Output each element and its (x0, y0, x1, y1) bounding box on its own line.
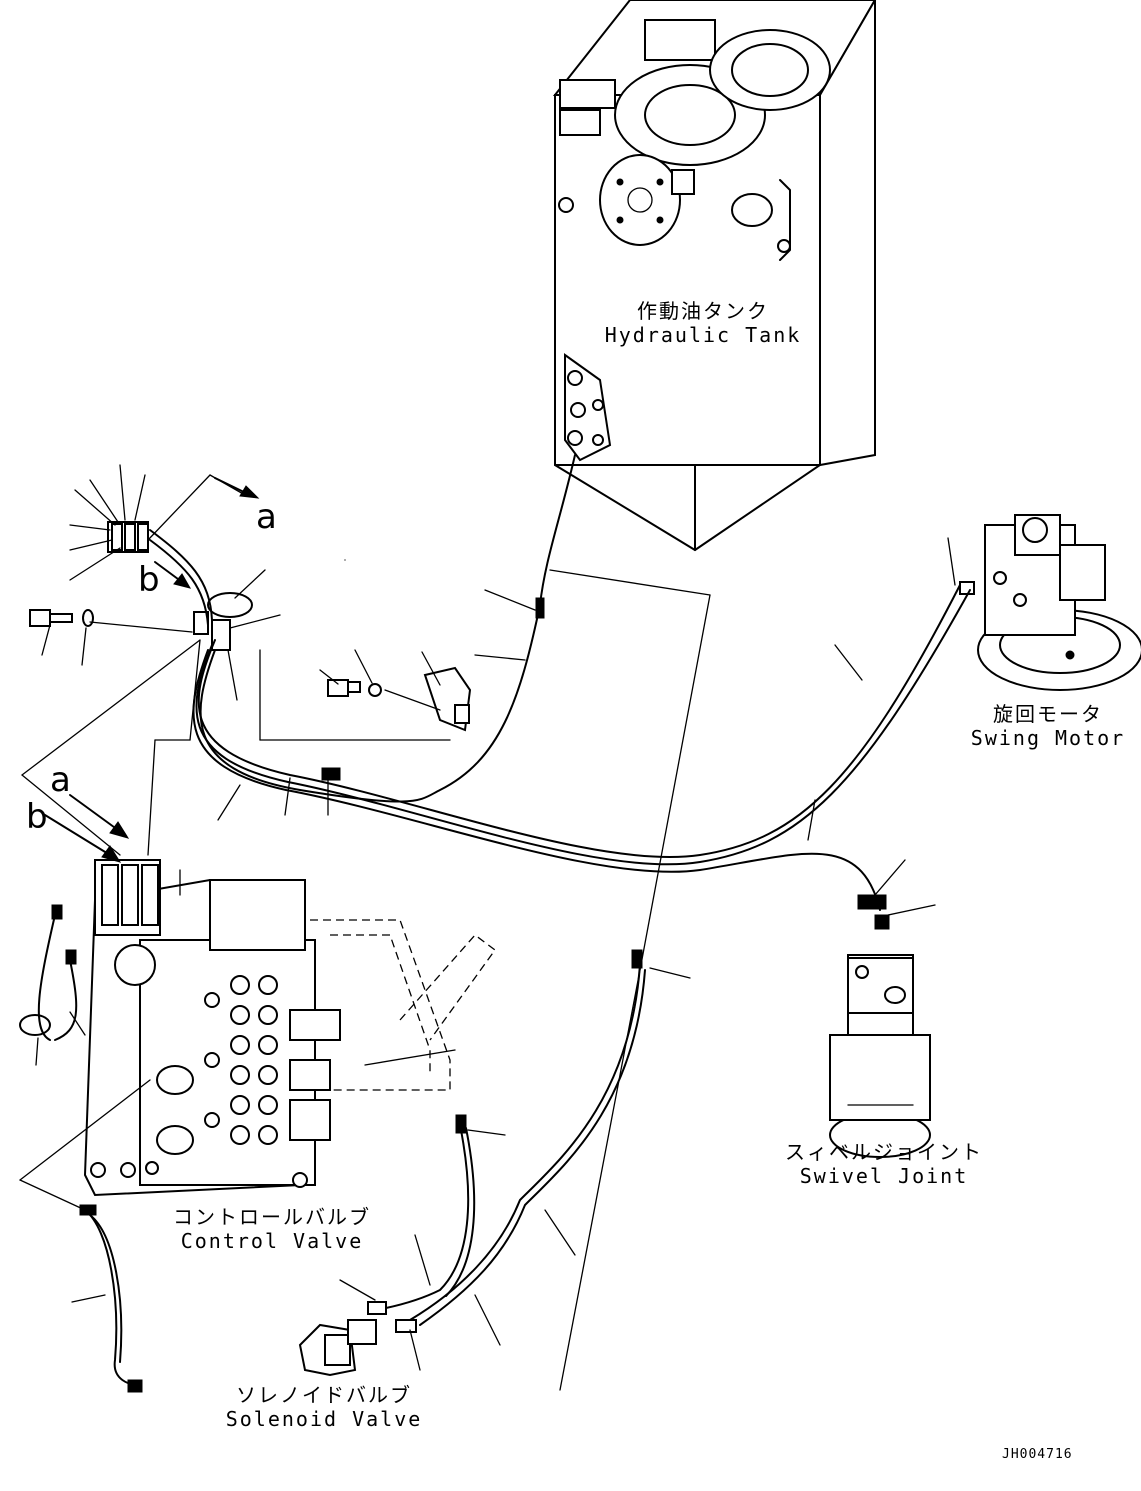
solenoid-block-drawing (29, 521, 472, 732)
swivel-joint-label-en: Swivel Joint (799, 1164, 969, 1188)
solenoid-valve-label-jp: ソレノイドバルブ (235, 1383, 412, 1407)
drawing-code: JH004716 (1002, 1447, 1073, 1462)
swing-motor-drawing (959, 514, 1141, 691)
swing-motor-label-en: Swing Motor (970, 726, 1126, 750)
control-valve-drawing (83, 859, 496, 1197)
solenoid-valve-label-en: Solenoid Valve (225, 1407, 423, 1431)
callout-a-left: a (50, 760, 71, 800)
callout-b-left: b (26, 797, 48, 837)
callout-a-top: a (256, 497, 277, 537)
hydraulic-tank-label-jp: 作動油タンク (636, 299, 769, 323)
hose-lines (19, 454, 971, 1393)
swing-motor-label-jp: 旋回モータ (992, 702, 1103, 726)
callout-b-top: b (138, 560, 160, 600)
swing-motor-label: 旋回モータ Swing Motor (971, 702, 1125, 750)
solenoid-valve-label: ソレノイドバルブ Solenoid Valve (226, 1383, 423, 1431)
hydraulic-tank-label-en: Hydraulic Tank (604, 323, 802, 347)
hydraulic-tank-drawing (552, 0, 877, 552)
control-valve-label-en: Control Valve (180, 1229, 364, 1253)
control-valve-label-jp: コントロールバルブ (173, 1205, 371, 1229)
swivel-joint-label: スィベルジョイント Swivel Joint (785, 1140, 983, 1188)
hydraulic-tank-label: 作動油タンク Hydraulic Tank (605, 299, 802, 347)
control-valve-label: コントロールバルブ Control Valve (173, 1205, 371, 1253)
solenoid-valve-drawing (298, 1301, 417, 1377)
swivel-joint-drawing (829, 954, 931, 1158)
swivel-joint-label-jp: スィベルジョイント (785, 1140, 983, 1164)
leader-lines (19, 464, 956, 1391)
